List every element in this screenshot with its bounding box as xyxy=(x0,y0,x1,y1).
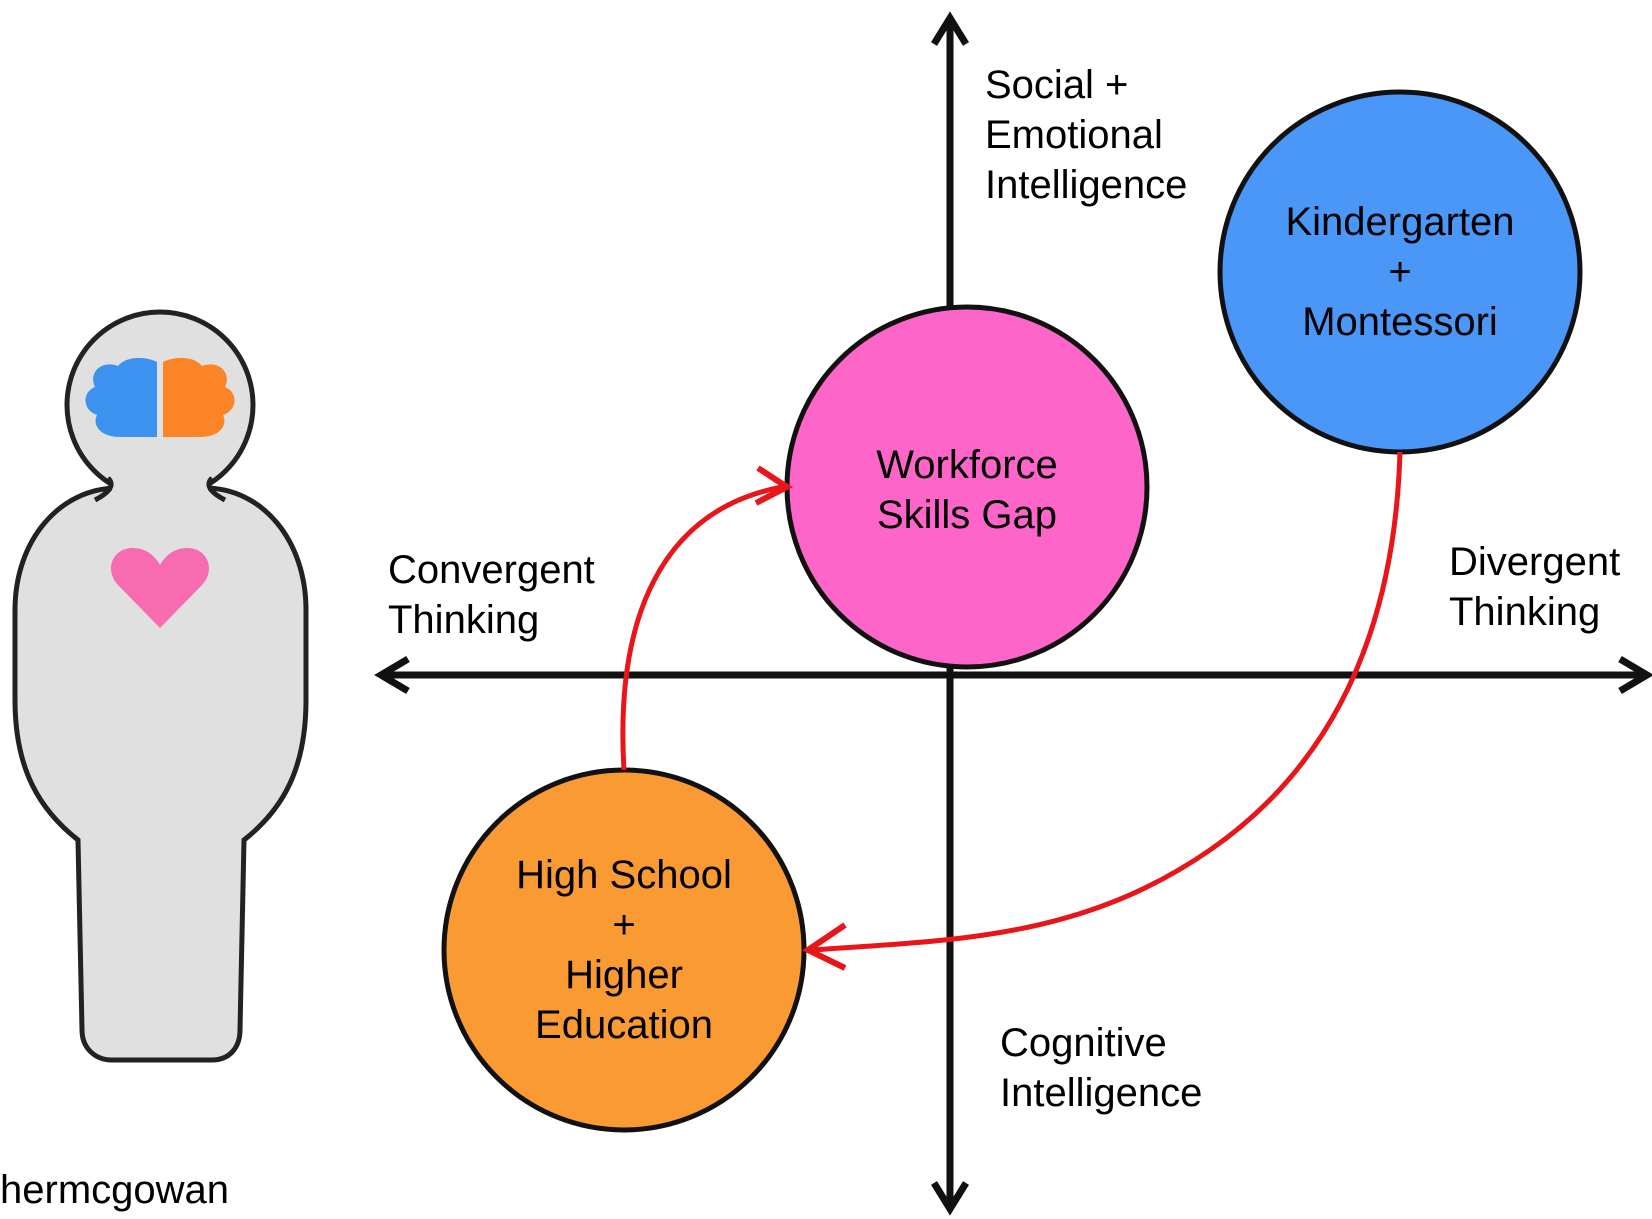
arrow-highschool-to-workforce xyxy=(620,484,783,771)
brain-right-icon xyxy=(163,357,235,437)
axis-label-left: Convergent Thinking xyxy=(388,545,595,645)
neck-fill xyxy=(112,470,208,505)
person-body-shape xyxy=(12,485,309,1063)
axis-label-bottom-line2: Intelligence xyxy=(1000,1071,1203,1115)
axis-arrow-left-icon xyxy=(374,655,410,695)
highschool-line3: Higher xyxy=(565,953,683,997)
arrowhead-workforce-icon xyxy=(754,465,793,506)
kindergarten-line2: + xyxy=(1388,250,1412,294)
arrow-kindergarten-to-highschool xyxy=(811,451,1403,953)
axis-label-left-line1: Convergent xyxy=(388,548,595,592)
brain-left-icon xyxy=(85,357,157,437)
arrowhead-highschool-icon xyxy=(802,922,847,971)
highschool-line1: High School xyxy=(516,853,732,897)
kindergarten-line1: Kindergarten xyxy=(1285,200,1515,244)
axis-label-top-line2: Emotional xyxy=(985,113,1163,157)
workforce-label: Workforce Skills Gap xyxy=(787,440,1147,540)
axis-label-left-line2: Thinking xyxy=(388,598,540,642)
axis-label-top-line3: Intelligence xyxy=(985,163,1188,207)
heart-icon xyxy=(110,548,210,628)
axis-label-right-line1: Divergent xyxy=(1449,540,1621,584)
axis-label-top-line1: Social + xyxy=(985,63,1129,107)
axis-label-bottom: Cognitive Intelligence xyxy=(1000,1018,1202,1118)
workforce-line1: Workforce xyxy=(876,443,1058,487)
axis-arrow-down-icon xyxy=(931,1181,969,1216)
axis-arrow-right-icon xyxy=(1618,655,1652,695)
neck-left-line xyxy=(93,476,114,503)
person-figure xyxy=(12,309,309,1063)
workforce-line2: Skills Gap xyxy=(876,493,1058,537)
axis-label-top: Social + Emotional Intelligence xyxy=(985,60,1187,210)
axis-label-right-line2: Thinking xyxy=(1449,590,1601,634)
neck-right-line xyxy=(206,476,227,503)
axis-label-right: Divergent Thinking xyxy=(1449,537,1620,637)
highschool-line2: + xyxy=(612,903,636,947)
credit-text: hermcgowan xyxy=(0,1168,230,1212)
highschool-label: High School + Higher Education xyxy=(444,850,804,1050)
axis-arrow-up-icon xyxy=(931,11,969,46)
axis-label-bottom-line1: Cognitive xyxy=(1000,1021,1167,1065)
kindergarten-label: Kindergarten + Montessori xyxy=(1220,197,1580,347)
kindergarten-line3: Montessori xyxy=(1302,300,1498,344)
highschool-line4: Education xyxy=(535,1003,713,1047)
